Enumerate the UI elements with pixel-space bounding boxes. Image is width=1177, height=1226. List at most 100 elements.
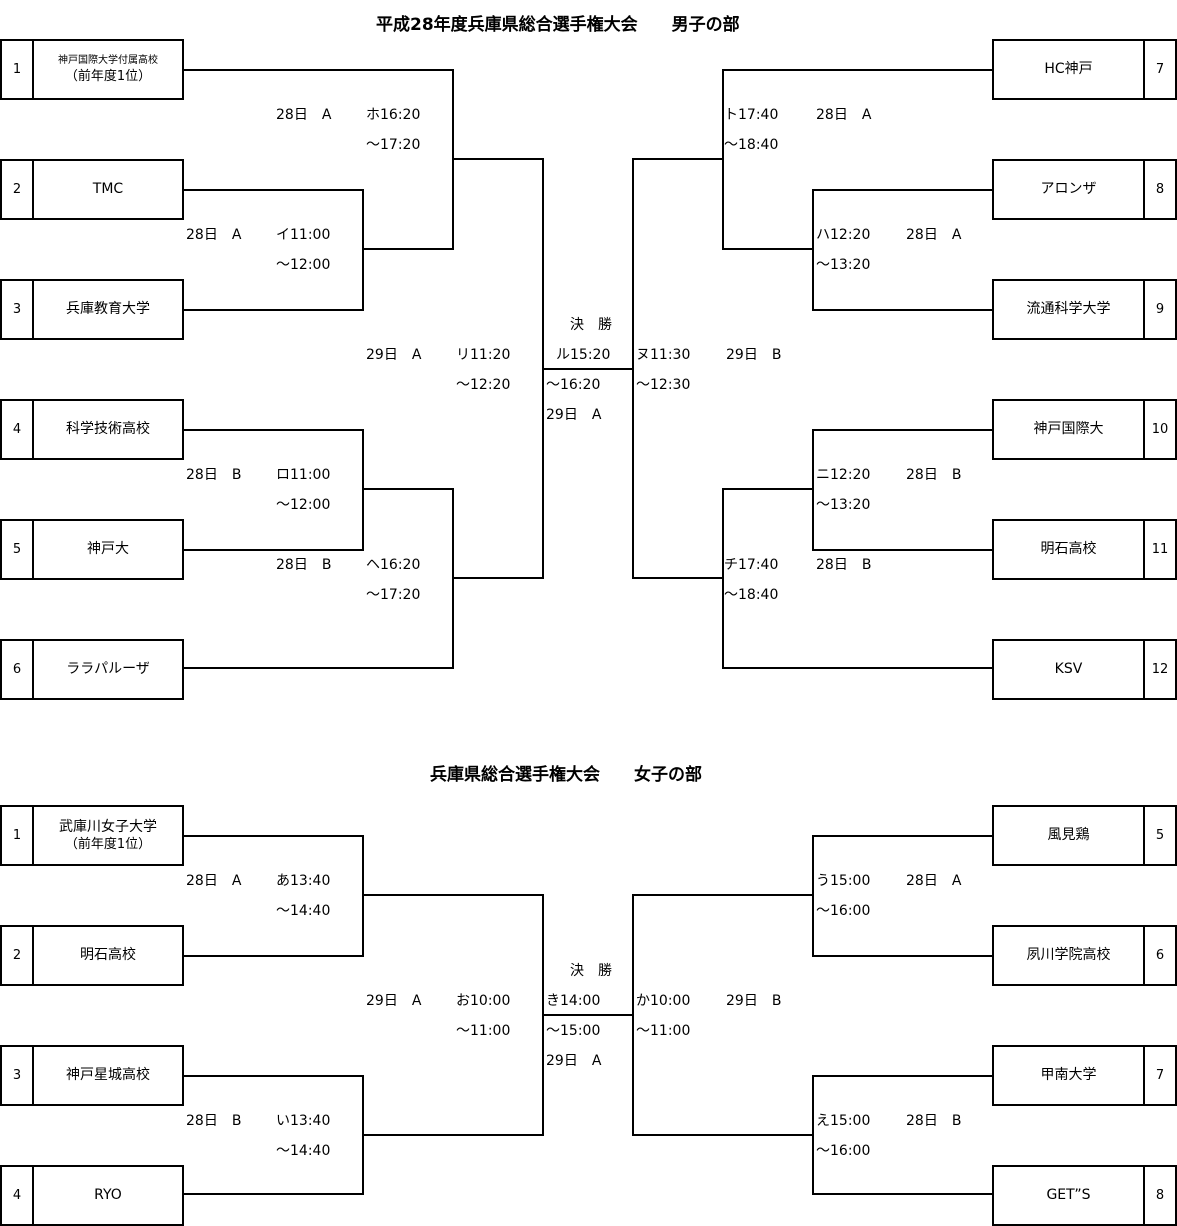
match-end: ～16:20	[546, 377, 601, 393]
bracket-line	[812, 189, 992, 191]
team-name: 兵庫教育大学	[66, 301, 150, 317]
match-start: き14:00	[546, 993, 601, 1009]
team-entry: 風見鶏	[992, 805, 1145, 866]
final-label: 決 勝	[570, 317, 612, 333]
team-box	[992, 39, 1145, 100]
seed-number: 4	[0, 1165, 34, 1226]
match-day: 29日 A	[366, 993, 422, 1009]
team-name: 武庫川女子大学	[59, 818, 157, 835]
seed-number: 7	[1143, 39, 1177, 100]
bracket-line	[362, 835, 364, 957]
team-name: ララパルーザ	[66, 661, 150, 677]
bracket-line	[632, 894, 814, 896]
match-start: ニ12:20	[816, 467, 871, 483]
team-box	[992, 279, 1145, 340]
team-name: 科学技術高校	[66, 421, 150, 437]
match-end: ～11:00	[456, 1023, 511, 1039]
team-entry: 神戸国際大学付属高校 （前年度1位）	[32, 39, 184, 100]
team-entry: 流通科学大学	[992, 279, 1145, 340]
team-entry: 夙川学院高校	[992, 925, 1145, 986]
bracket-line	[542, 368, 634, 370]
match-start: ハ12:20	[816, 227, 871, 243]
team-name: 神戸大	[87, 541, 129, 557]
seed-number: 8	[1143, 159, 1177, 220]
bracket-line	[542, 1014, 634, 1016]
team-entry: GET”S	[992, 1165, 1145, 1226]
seed-number: 1	[0, 39, 34, 100]
match-day: 28日 A	[276, 107, 332, 123]
match-start: ヌ11:30	[636, 347, 691, 363]
final-label: 決 勝	[570, 963, 612, 979]
team-box	[32, 1165, 184, 1226]
team-box	[992, 399, 1145, 460]
seed-number: 12	[1143, 639, 1177, 700]
seed-number: 7	[1143, 1045, 1177, 1106]
team-name: 夙川学院高校	[1026, 947, 1111, 963]
match-end: ～12:00	[276, 497, 331, 513]
team-entry: 科学技術高校	[32, 399, 184, 460]
bracket-line	[184, 835, 364, 837]
bracket-line	[362, 1134, 544, 1136]
seed-number: 4	[0, 399, 34, 460]
team-box	[992, 639, 1145, 700]
seed-number: 5	[1143, 805, 1177, 866]
bracket-line	[362, 429, 364, 551]
team-name: 流通科学大学	[1026, 301, 1111, 317]
match-start: え15:00	[816, 1113, 871, 1129]
match-day: 28日 B	[816, 557, 872, 573]
match-end: ～15:00	[546, 1023, 601, 1039]
match-start: ロ11:00	[276, 467, 331, 483]
bracket-line	[184, 1075, 364, 1077]
seed-number: 11	[1143, 519, 1177, 580]
match-start: ル15:20	[556, 347, 611, 363]
bracket-line	[632, 158, 724, 160]
team-name: アロンザ	[1040, 181, 1097, 197]
team-name: TMC	[92, 181, 124, 197]
match-start: あ13:40	[276, 873, 331, 889]
match-day: 29日 B	[726, 993, 782, 1009]
women-title: 兵庫県総合選手権大会 女子の部	[430, 765, 702, 785]
match-end: ～12:20	[456, 377, 511, 393]
team-box	[32, 399, 184, 460]
bracket-line	[722, 69, 992, 71]
bracket-line	[632, 894, 634, 1136]
match-start: ヘ16:20	[366, 557, 421, 573]
bracket-line	[184, 549, 364, 551]
match-end: ～11:00	[636, 1023, 691, 1039]
team-entry: TMC	[32, 159, 184, 220]
bracket-line	[812, 835, 814, 957]
team-entry: 兵庫教育大学	[32, 279, 184, 340]
team-entry: アロンザ	[992, 159, 1145, 220]
match-start: い13:40	[276, 1113, 331, 1129]
team-entry: KSV	[992, 639, 1145, 700]
team-name: HC神戸	[1044, 61, 1093, 77]
bracket-line	[184, 189, 364, 191]
match-day: 28日 A	[186, 227, 242, 243]
match-day: 28日 B	[186, 1113, 242, 1129]
seed-number: 1	[0, 805, 34, 866]
bracket-line	[184, 429, 364, 431]
team-box	[32, 639, 184, 700]
bracket-line	[812, 429, 814, 551]
bracket-line	[632, 1134, 814, 1136]
match-start: う15:00	[816, 873, 871, 889]
team-name: 神戸星城高校	[66, 1067, 150, 1083]
match-start: リ11:20	[456, 347, 511, 363]
bracket-line	[812, 1075, 992, 1077]
bracket-line	[362, 488, 454, 490]
seed-number: 10	[1143, 399, 1177, 460]
match-day: 28日 A	[906, 873, 962, 889]
team-entry: HC神戸	[992, 39, 1145, 100]
team-note: （前年度1位）	[64, 836, 152, 852]
match-start: ホ16:20	[366, 107, 421, 123]
team-entry: 武庫川女子大学 （前年度1位）	[32, 805, 184, 866]
team-box	[992, 159, 1145, 220]
team-name: KSV	[1054, 661, 1083, 677]
match-day: 28日 B	[186, 467, 242, 483]
team-box	[32, 39, 184, 100]
match-end: ～18:40	[724, 137, 779, 153]
team-name: 神戸国際大学付属高校	[58, 55, 158, 66]
bracket-line	[722, 488, 814, 490]
match-end: ～13:20	[816, 497, 871, 513]
team-entry: 神戸星城高校	[32, 1045, 184, 1106]
